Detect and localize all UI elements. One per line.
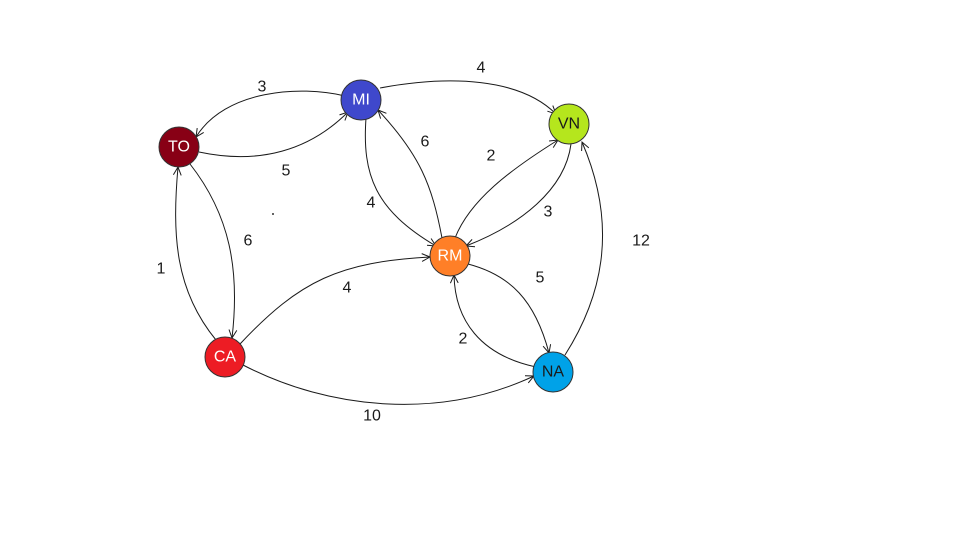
node-na: NA [532, 351, 574, 393]
node-label-vn: VN [558, 116, 580, 133]
edge-weight-ca-to-na: 10 [363, 408, 381, 425]
node-rm: RM [429, 235, 471, 277]
edge-to-to-mi [198, 111, 349, 158]
stray-dot [272, 213, 274, 215]
edge-line-to-to-ca [189, 163, 236, 339]
edge-weight-ca-to-rm: 4 [343, 280, 352, 297]
edge-weight-ca-to-to: 1 [157, 261, 166, 278]
edge-weight-rm-to-na: 5 [536, 270, 545, 287]
node-to: TO [158, 126, 200, 168]
edge-line-rm-to-na [467, 263, 550, 354]
edge-weight-rm-to-vn: 2 [487, 148, 496, 165]
edge-line-mi-to-to [195, 90, 346, 138]
node-vn: VN [548, 103, 590, 145]
edge-line-rm-to-mi [377, 109, 443, 239]
nodes-layer: TO MI VN RM CA NA [158, 79, 590, 393]
edge-vn-to-rm [464, 143, 572, 248]
edge-line-na-to-vn [564, 141, 604, 356]
edge-weight-rm-to-mi: 6 [421, 134, 430, 151]
node-ca: CA [204, 336, 246, 378]
edge-weight-vn-to-rm: 3 [544, 204, 553, 221]
node-circle-vn [548, 103, 590, 145]
edges-layer [172, 80, 604, 405]
edge-na-to-rm [449, 273, 537, 368]
node-circle-to [158, 126, 200, 168]
edge-line-ca-to-na [242, 364, 535, 405]
node-circle-mi [340, 79, 382, 121]
edge-ca-to-na [242, 364, 536, 405]
arrowhead-na-to-vn [581, 140, 590, 152]
edge-weight-mi-to-to: 3 [258, 79, 267, 96]
edge-line-vn-to-rm [465, 143, 572, 247]
edge-line-ca-to-rm [239, 256, 431, 345]
edge-weight-mi-to-vn: 4 [477, 60, 486, 77]
edge-line-ca-to-to [175, 166, 217, 341]
node-label-na: NA [542, 364, 565, 381]
edge-line-to-to-mi [198, 111, 349, 158]
edge-weight-to-to-mi: 5 [282, 163, 291, 180]
edge-line-na-to-rm [453, 274, 537, 368]
edge-rm-to-mi [377, 109, 443, 239]
edge-line-rm-to-vn [454, 139, 559, 239]
node-circle-na [532, 351, 574, 393]
node-label-rm: RM [438, 248, 463, 265]
edge-weight-na-to-rm: 2 [459, 331, 468, 348]
edge-weight-mi-to-rm: 4 [367, 195, 376, 212]
edge-rm-to-vn [454, 139, 559, 239]
edge-line-mi-to-rm [364, 117, 437, 247]
node-circle-rm [429, 235, 471, 277]
node-mi: MI [340, 79, 382, 121]
node-label-mi: MI [352, 92, 370, 109]
edge-na-to-vn [564, 140, 604, 356]
node-circle-ca [204, 336, 246, 378]
edge-weight-to-to-ca: 6 [244, 233, 253, 250]
edge-weights-layer: 3 5 4 4 6 2 3 6 1 4 10 5 2 12 [157, 60, 650, 425]
edge-ca-to-rm [239, 253, 432, 345]
edge-mi-to-vn [379, 80, 557, 115]
node-label-ca: CA [214, 349, 237, 366]
edge-mi-to-to [195, 90, 346, 138]
node-label-to: TO [168, 139, 190, 156]
edge-line-mi-to-vn [379, 80, 557, 115]
edge-weight-na-to-vn: 12 [632, 233, 650, 250]
